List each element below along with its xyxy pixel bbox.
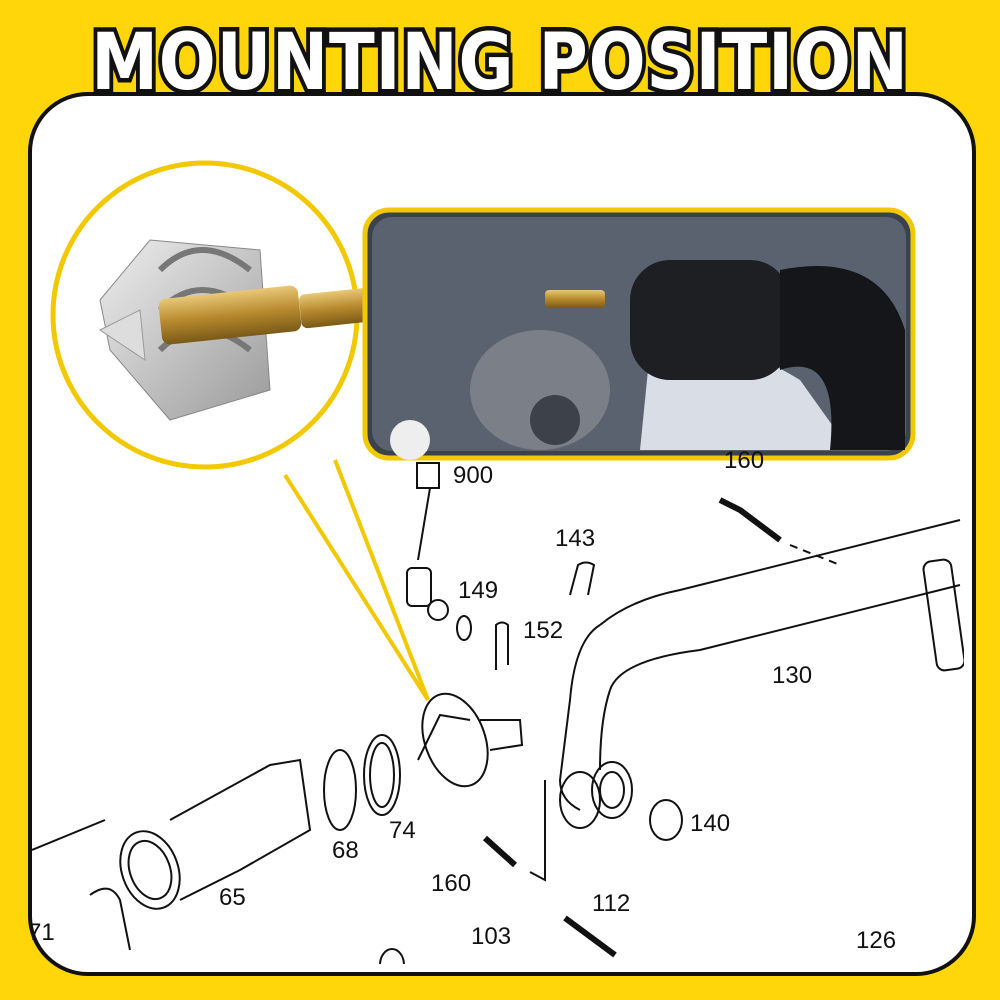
leader-line bbox=[529, 780, 546, 882]
clip-143 bbox=[569, 561, 596, 596]
bolt-112 bbox=[563, 915, 617, 958]
sensor-149 bbox=[406, 567, 432, 607]
pipe-outline bbox=[558, 624, 601, 811]
part-label: 112 bbox=[592, 890, 631, 917]
part-label: 126 bbox=[856, 927, 897, 954]
seal-74-inner bbox=[369, 742, 395, 808]
page-title: MOUNTING POSITION bbox=[87, 14, 911, 113]
part-label: 68 bbox=[332, 837, 359, 864]
part-label: 149 bbox=[458, 577, 499, 604]
callout-line bbox=[283, 473, 430, 702]
bolt-160-top bbox=[718, 497, 782, 543]
pipe-flange bbox=[591, 761, 633, 819]
part-label: 140 bbox=[690, 810, 731, 837]
thermostat-stem bbox=[480, 719, 524, 751]
clip-152 bbox=[495, 621, 509, 670]
thermostat-closeup-circle bbox=[50, 160, 393, 470]
part-label: 160 bbox=[431, 870, 472, 897]
thermostat-drawing bbox=[421, 692, 489, 788]
housing-65-outlet bbox=[119, 830, 181, 910]
pipe-outline bbox=[599, 689, 611, 771]
thermostat-cone bbox=[417, 713, 471, 761]
stud bbox=[32, 819, 106, 851]
bolt-160 bbox=[482, 835, 518, 868]
pipe-flange bbox=[559, 771, 601, 829]
seal-68 bbox=[323, 749, 357, 831]
part-label: 71 bbox=[28, 919, 55, 946]
washer-103 bbox=[379, 948, 405, 964]
part-label: 103 bbox=[471, 923, 512, 950]
o-ring-140 bbox=[649, 799, 683, 841]
part-label: 152 bbox=[523, 617, 564, 644]
part-label: 74 bbox=[389, 817, 416, 844]
clip-71 bbox=[89, 887, 131, 951]
housing-65 bbox=[169, 758, 312, 901]
part-label: 160 bbox=[724, 447, 765, 474]
part-label: 130 bbox=[772, 662, 813, 689]
installed-photo bbox=[362, 207, 916, 461]
housing-65-bore bbox=[127, 839, 173, 901]
leader-line bbox=[417, 487, 431, 561]
coolant-pipe-130 bbox=[599, 519, 961, 691]
sensor-149-tip bbox=[427, 599, 449, 621]
leader-line bbox=[789, 544, 841, 566]
callout-line bbox=[333, 459, 430, 701]
part-label: 65 bbox=[219, 884, 246, 911]
part-label: 143 bbox=[555, 525, 596, 552]
connector-900 bbox=[416, 462, 440, 489]
o-ring bbox=[456, 615, 472, 641]
part-label: 900 bbox=[453, 462, 494, 489]
pipe-bracket bbox=[922, 558, 964, 672]
pipe-flange-bore bbox=[599, 771, 625, 809]
seal-74 bbox=[363, 734, 401, 816]
